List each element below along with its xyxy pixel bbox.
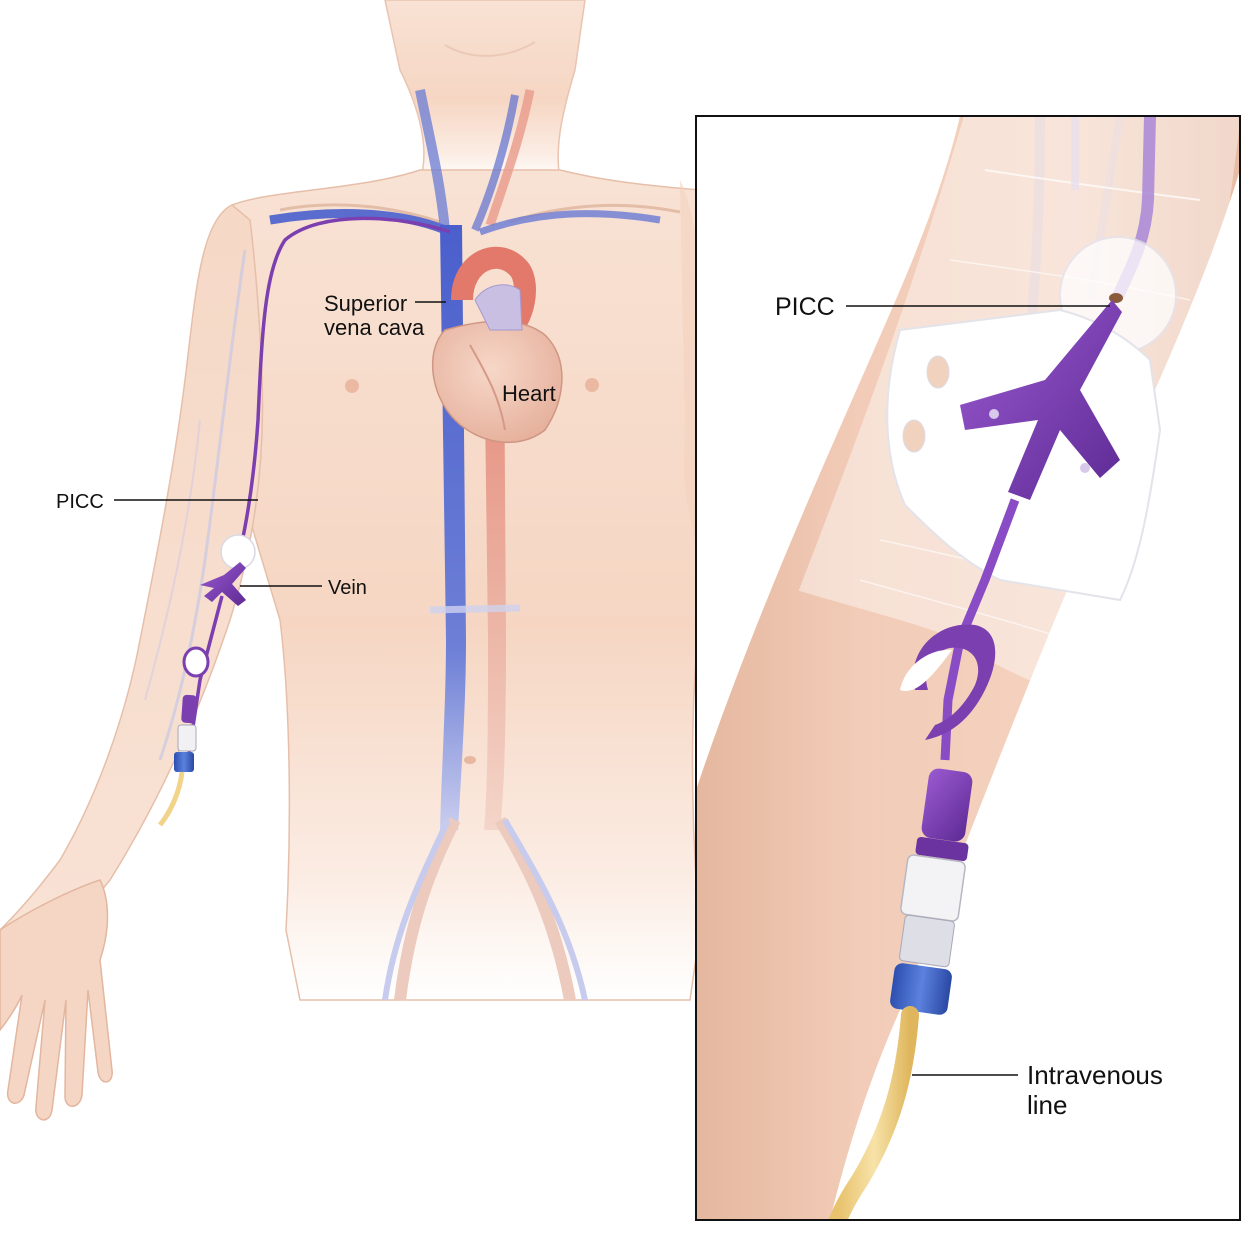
aorta <box>484 330 506 830</box>
picc-line-body <box>230 216 451 581</box>
picc-device-arm <box>158 534 256 827</box>
neck <box>384 0 586 181</box>
inset-panel <box>695 115 1241 1221</box>
inset-blue-cap <box>890 963 952 1015</box>
iv-tube-arm <box>158 771 185 827</box>
navel <box>464 756 476 764</box>
clamp <box>182 646 210 678</box>
arm <box>0 204 264 1012</box>
hand <box>0 879 113 1121</box>
left-clavicle <box>279 203 441 224</box>
label-superior-vena-cava-2: vena cava <box>324 315 425 340</box>
labels: Superior vena cava Heart PICC Vein PICC … <box>56 291 1163 1120</box>
inset-picc-hub <box>960 300 1122 500</box>
intravenous-line-tube <box>829 1006 919 1220</box>
label-vein: Vein <box>328 577 367 599</box>
label-heart: Heart <box>502 381 556 406</box>
left-nipple <box>345 379 359 393</box>
inset-connector-white <box>900 854 966 922</box>
chin-line <box>444 41 536 57</box>
label-picc-body: PICC <box>56 491 104 513</box>
inset-luer-purple <box>921 768 973 842</box>
label-picc-inset: PICC <box>775 293 835 321</box>
right-nipple <box>585 378 599 392</box>
label-intravenous-line-1: Intravenous <box>1027 1060 1163 1090</box>
vessels <box>230 89 661 1002</box>
label-superior-vena-cava-1: Superior <box>324 291 407 316</box>
inset-frame <box>695 115 1241 1221</box>
label-intravenous-line-2: line <box>1027 1090 1067 1120</box>
body-figure <box>0 0 701 1121</box>
picc-hub <box>200 562 246 606</box>
luer-cap <box>174 752 194 772</box>
